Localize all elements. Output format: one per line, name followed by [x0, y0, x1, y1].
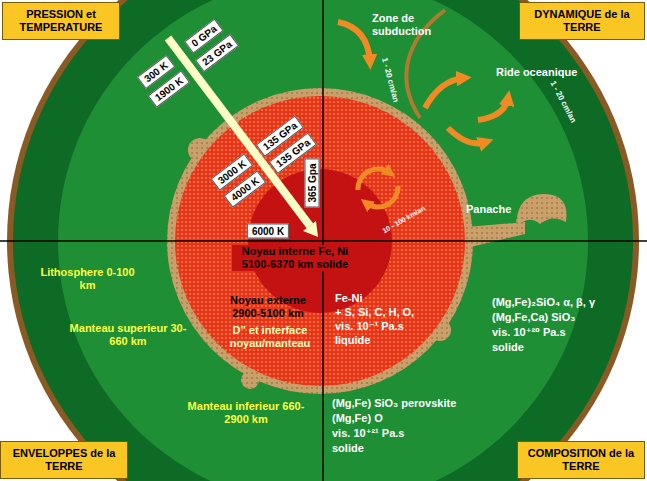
layer-label: D'' et interface noyau/manteau [216, 324, 324, 350]
layer-label: Lithosphere 0-100 km [40, 266, 135, 292]
composition-line: vis. 10⁻¹ Pa.s [335, 320, 404, 333]
composition-line: solide [332, 442, 364, 455]
zone-label: Zone de subduction [372, 12, 440, 38]
composition-line: vis. 10⁺²¹ Pa.s [332, 427, 404, 440]
corner-box: ENVELOPPES de la TERRE [0, 441, 128, 479]
layer-label: Noyau interne Fe, Ni 5100-6370 km solide [232, 245, 358, 271]
pressure-arrow [168, 38, 318, 237]
composition-line: liquide [335, 334, 370, 347]
composition-line: (Mg,Fe) SiO₃ perovskite [332, 397, 456, 410]
box-title: PRESSION et TEMPERATURE [7, 8, 115, 34]
composition-line: solide [492, 341, 524, 354]
temperature-tag: 6000 K [247, 224, 289, 239]
corner-box: PRESSION et TEMPERATURE [2, 2, 120, 40]
composition-line: + S, Si, C, H, O, [335, 306, 414, 319]
pressure-tag: 365 Gpa [305, 159, 320, 208]
composition-line: (Mg,Fe)₂SiO₄ α, β, γ [492, 296, 595, 309]
ridge-label: Ride oceanique [496, 66, 577, 79]
box-title: COMPOSITION de la TERRE [522, 447, 640, 473]
corner-box: COMPOSITION de la TERRE [517, 441, 645, 479]
layer-label: Manteau superieur 30-660 km [68, 322, 188, 348]
box-title: ENVELOPPES de la TERRE [5, 447, 123, 473]
composition-line: vis. 10⁺²⁰ Pa.s [492, 326, 566, 339]
core-convection [358, 169, 398, 207]
corner-box: DYNAMIQUE de la TERRE [519, 2, 645, 40]
box-title: DYNAMIQUE de la TERRE [524, 8, 640, 34]
plume-label: Panache [466, 203, 511, 216]
composition-line: Fe-Ni [335, 292, 363, 305]
composition-line: (Mg,Fe) O [332, 412, 383, 425]
layer-label: Noyau externe 2900-5100 km [218, 294, 318, 320]
layer-label: Manteau inferieur 660-2900 km [186, 400, 306, 426]
composition-line: (Mg,Fe,Ca) SiO₃ [492, 311, 575, 324]
